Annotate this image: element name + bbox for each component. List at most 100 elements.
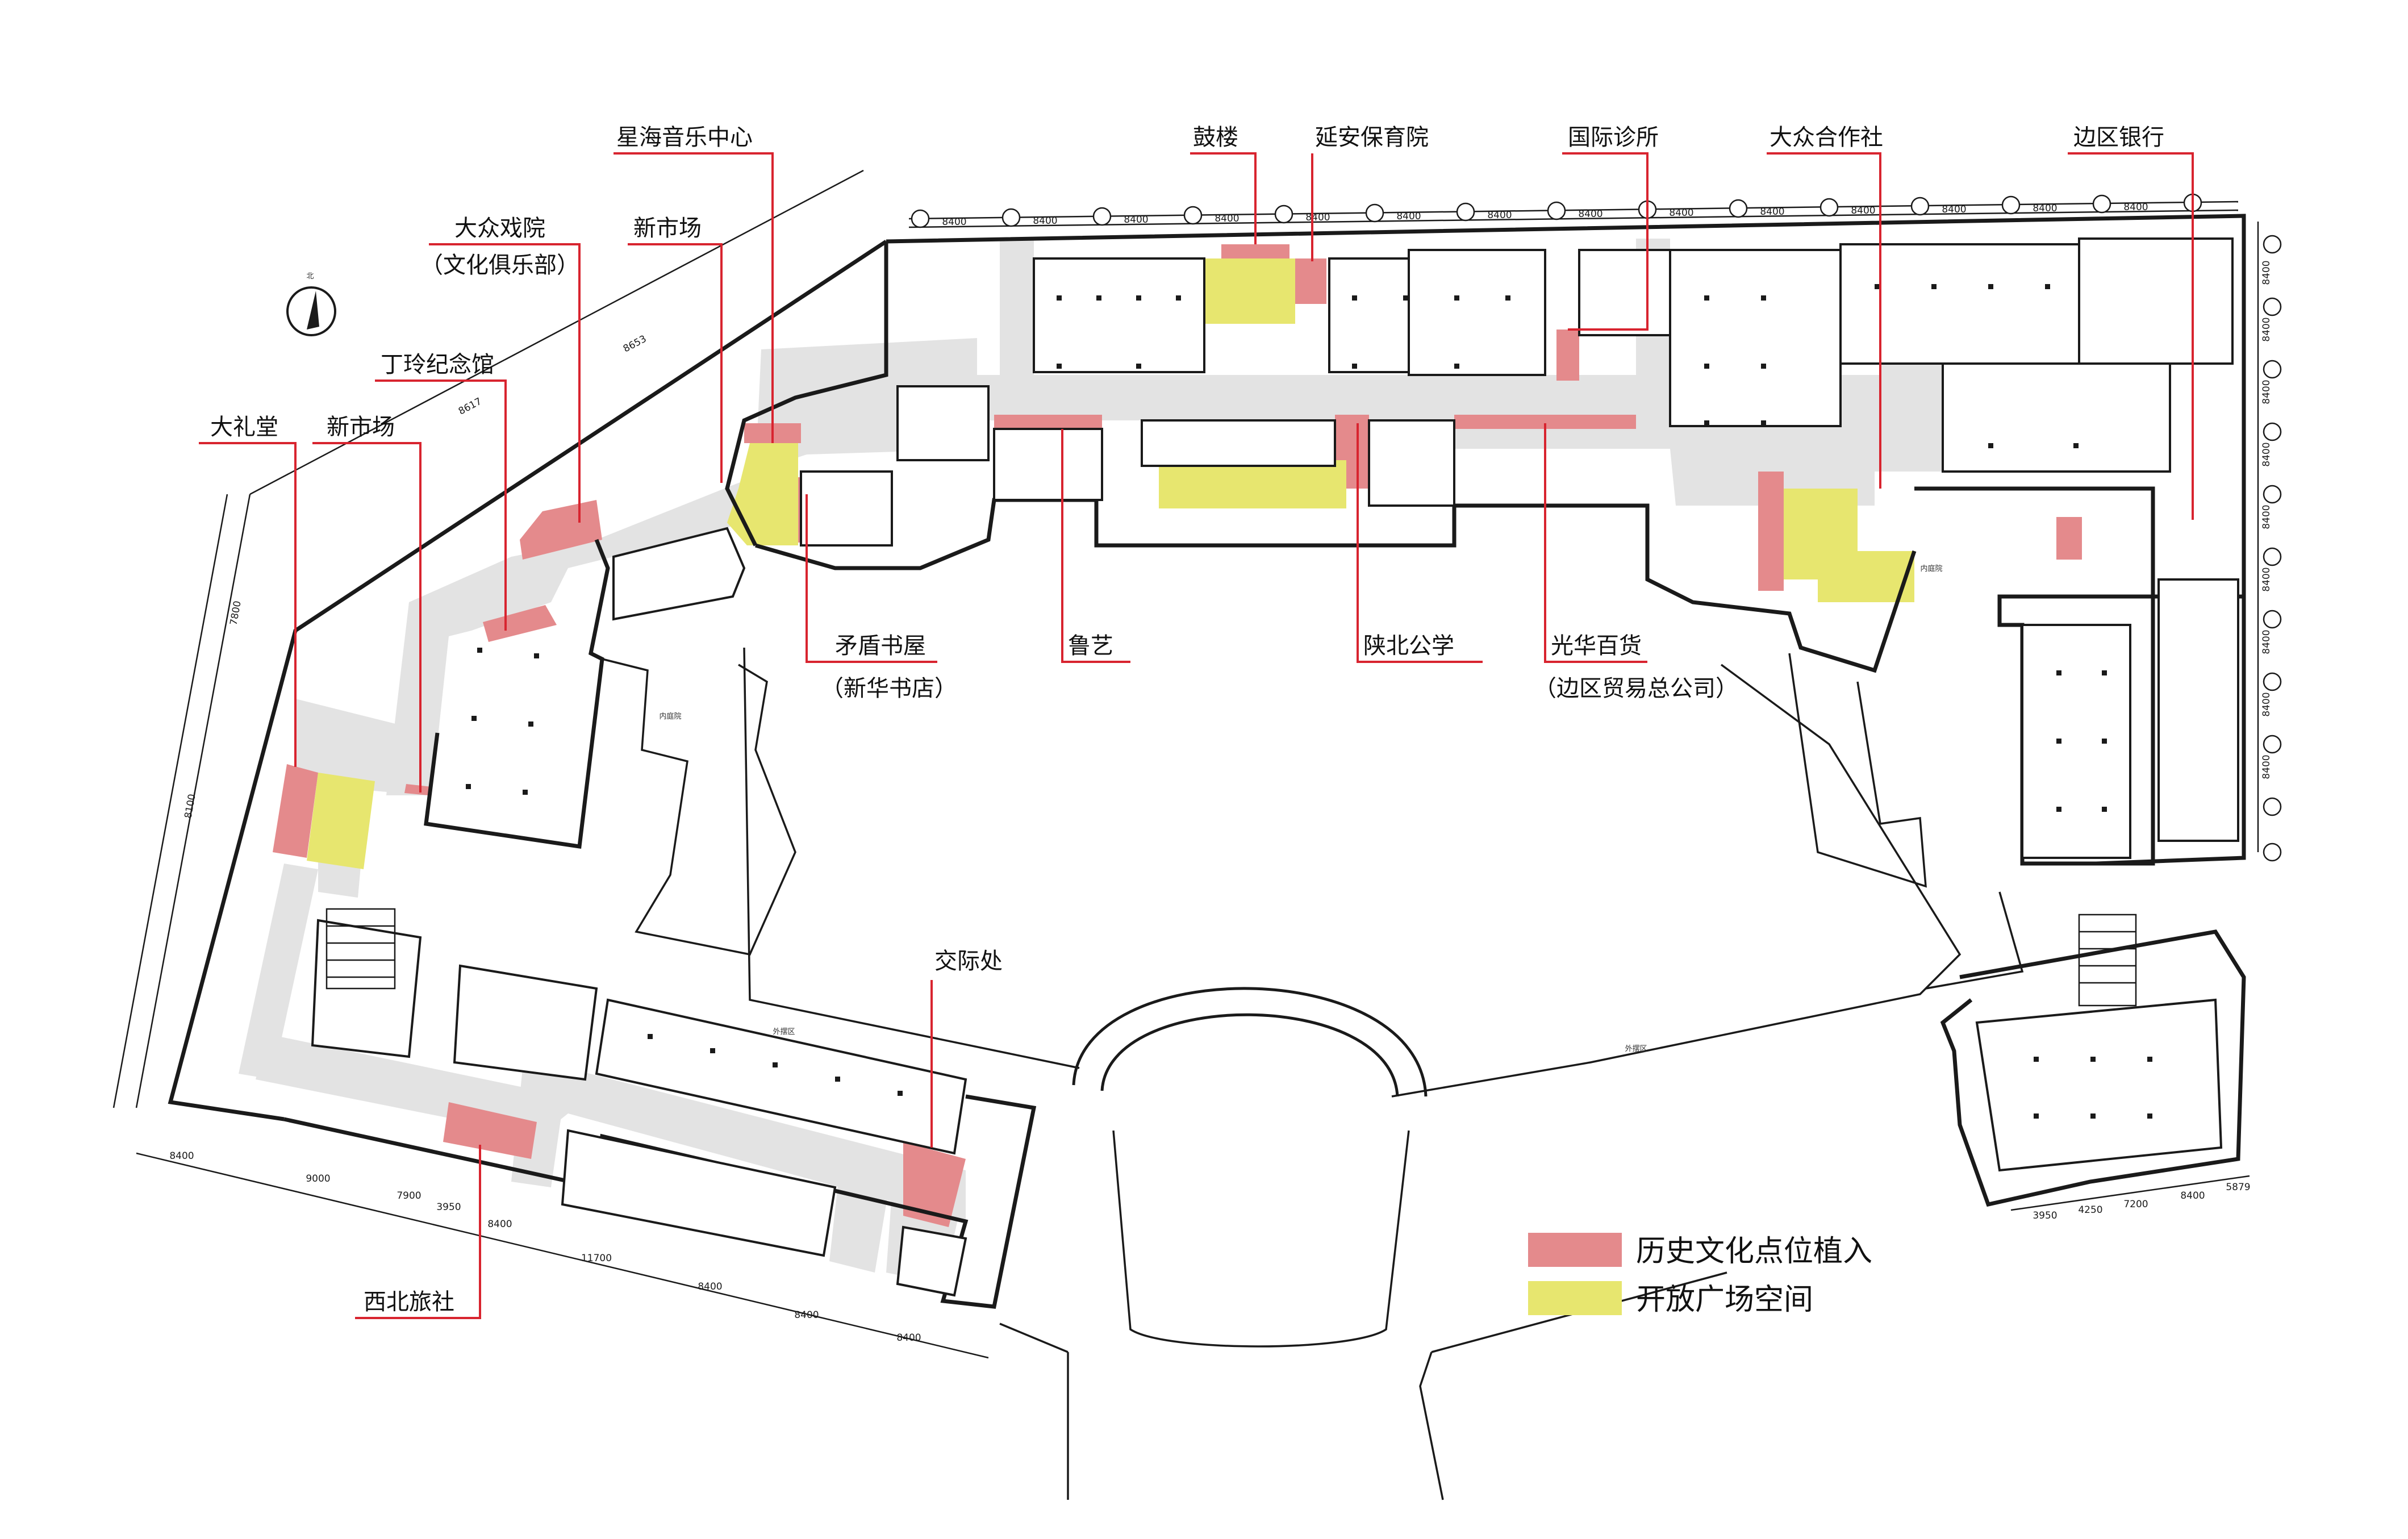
north-label: 北 [306, 272, 314, 281]
plaza-center [1159, 460, 1346, 508]
dim-s-9: 8400 [896, 1332, 921, 1344]
inner-court-label-2: 内庭院 [1920, 564, 1942, 573]
dim-n-12: 8400 [1942, 204, 1966, 215]
dim-n-6: 8400 [1396, 211, 1421, 222]
dim-w-7800: 7800 [228, 600, 243, 626]
dim-n-7: 8400 [1487, 210, 1512, 221]
dim-e-2: 8400 [2261, 317, 2272, 341]
label-jiaoji: 交际处 [934, 948, 1003, 974]
label-market-top: 新市场 [633, 215, 702, 241]
dim-se-4: 8400 [2180, 1190, 2205, 1202]
dim-s-2: 9000 [306, 1173, 330, 1185]
label-auditorium: 大礼堂 [210, 414, 278, 440]
legend-historic-label: 历史文化点位植入 [1636, 1234, 1872, 1269]
dim-n-13: 8400 [2033, 203, 2057, 214]
columns [466, 284, 2152, 1119]
highlight-xibei [443, 1102, 537, 1159]
dim-se-3: 7200 [2123, 1199, 2148, 1210]
dim-e-1: 8400 [2261, 260, 2272, 285]
label-theatre-sub: （文化俱乐部） [420, 252, 579, 278]
dim-n-14: 8400 [2123, 202, 2148, 213]
label-dingling: 丁玲纪念馆 [381, 352, 494, 378]
highlight-dingling [483, 605, 557, 642]
west-dimension-line: 8617 8653 7800 8100 [112, 169, 864, 1108]
plaza-coop [1784, 489, 1914, 602]
dim-n-8: 8400 [1578, 208, 1602, 220]
dim-e-5: 8400 [2261, 504, 2272, 529]
north-dimension-line: 8400 8400 8400 8400 8400 8400 8400 8400 … [908, 201, 2239, 228]
dim-n-1: 8400 [942, 216, 966, 228]
label-market-left: 新市场 [327, 414, 395, 440]
dim-w-8617: 8617 [457, 396, 484, 418]
dim-n-9: 8400 [1669, 207, 1693, 219]
label-shanbei: 陕北公学 [1363, 633, 1454, 659]
dim-s-7: 8400 [698, 1281, 722, 1292]
label-coop: 大众合作社 [1770, 124, 1883, 151]
outer-street-label-2: 外摆区 [1625, 1045, 1647, 1053]
dim-s-8: 8400 [794, 1309, 819, 1321]
dim-e-7: 8400 [2261, 629, 2272, 654]
legend-historic-swatch [1528, 1233, 1622, 1267]
dim-se-2: 4250 [2078, 1204, 2102, 1216]
dim-se-1: 3950 [2033, 1210, 2057, 1221]
dim-e-4: 8400 [2261, 442, 2272, 466]
dim-s-4: 3950 [436, 1202, 461, 1213]
label-bank: 边区银行 [2073, 124, 2164, 151]
dim-w-8100: 8100 [182, 793, 198, 819]
label-guanghua: 光华百货 [1551, 633, 1642, 659]
highlight-coop [1758, 472, 1784, 591]
north-arrow: 北 [286, 272, 336, 336]
label-luyi: 鲁艺 [1068, 633, 1113, 659]
label-guanghua-sub: （边区贸易总公司） [1534, 675, 1738, 702]
highlight-bank [2056, 517, 2082, 560]
highlight-theatre [520, 500, 602, 560]
dim-n-2: 8400 [1033, 215, 1057, 227]
dim-e-8: 8400 [2261, 692, 2272, 716]
label-maodun-sub: （新华书店） [821, 675, 957, 702]
label-gulou: 鼓楼 [1193, 124, 1238, 151]
north-arrow-icon [307, 291, 319, 330]
dim-w-8653: 8653 [621, 333, 649, 355]
dim-n-3: 8400 [1124, 214, 1148, 226]
dim-e-9: 8400 [2261, 754, 2272, 779]
legend-plaza-swatch [1528, 1281, 1622, 1315]
highlight-intl-clinic [1556, 330, 1579, 381]
site-labels: 星海音乐中心 鼓楼 延安保育院 国际诊所 大众合作社 边区银行 大众戏院 （文化… [210, 124, 2164, 1315]
highlight-luyi [994, 415, 1102, 429]
dim-s-3: 7900 [397, 1190, 421, 1202]
dim-e-6: 8400 [2261, 567, 2272, 591]
label-xinghai: 星海音乐中心 [616, 124, 753, 151]
plaza-auditorium [307, 773, 375, 869]
east-dimension-line: 8400 8400 8400 8400 8400 8400 8400 8400 … [2257, 222, 2272, 852]
highlight-market-left [404, 784, 432, 795]
label-theatre: 大众戏院 [454, 215, 545, 241]
dim-n-10: 8400 [1760, 206, 1784, 218]
highlight-yanan-nursery [1295, 258, 1326, 304]
label-yanan-nursery: 延安保育院 [1315, 124, 1429, 151]
label-xibei: 西北旅社 [364, 1289, 454, 1315]
dim-se-5: 5879 [2226, 1182, 2250, 1193]
highlight-gulou [1221, 244, 1289, 258]
dim-e-3: 8400 [2261, 379, 2272, 404]
label-maodun: 矛盾书屋 [835, 633, 926, 659]
axis-bubbles [911, 193, 2282, 862]
dim-n-5: 8400 [1305, 212, 1330, 223]
label-intl-clinic: 国际诊所 [1568, 124, 1659, 151]
plaza-gulou [1204, 258, 1295, 324]
highlight-jiaoji [903, 1142, 966, 1227]
dim-s-1: 8400 [169, 1150, 194, 1162]
legend: 历史文化点位植入 开放广场空间 [1528, 1233, 1872, 1317]
legend-plaza-label: 开放广场空间 [1636, 1283, 1813, 1317]
rooms [311, 237, 2239, 1297]
south-dimension-line: 8400 9000 7900 3950 8400 11700 8400 8400… [136, 1150, 2251, 1359]
highlight-auditorium [273, 764, 318, 858]
leader-lines [199, 152, 2194, 1319]
plaza-xinghai [727, 443, 798, 545]
inner-court-label-1: 内庭院 [659, 712, 681, 721]
dim-s-5: 8400 [487, 1219, 512, 1230]
courtyard [743, 647, 1962, 1500]
dim-n-11: 8400 [1851, 205, 1875, 216]
stairs [325, 908, 2137, 1007]
dim-n-4: 8400 [1215, 213, 1239, 224]
